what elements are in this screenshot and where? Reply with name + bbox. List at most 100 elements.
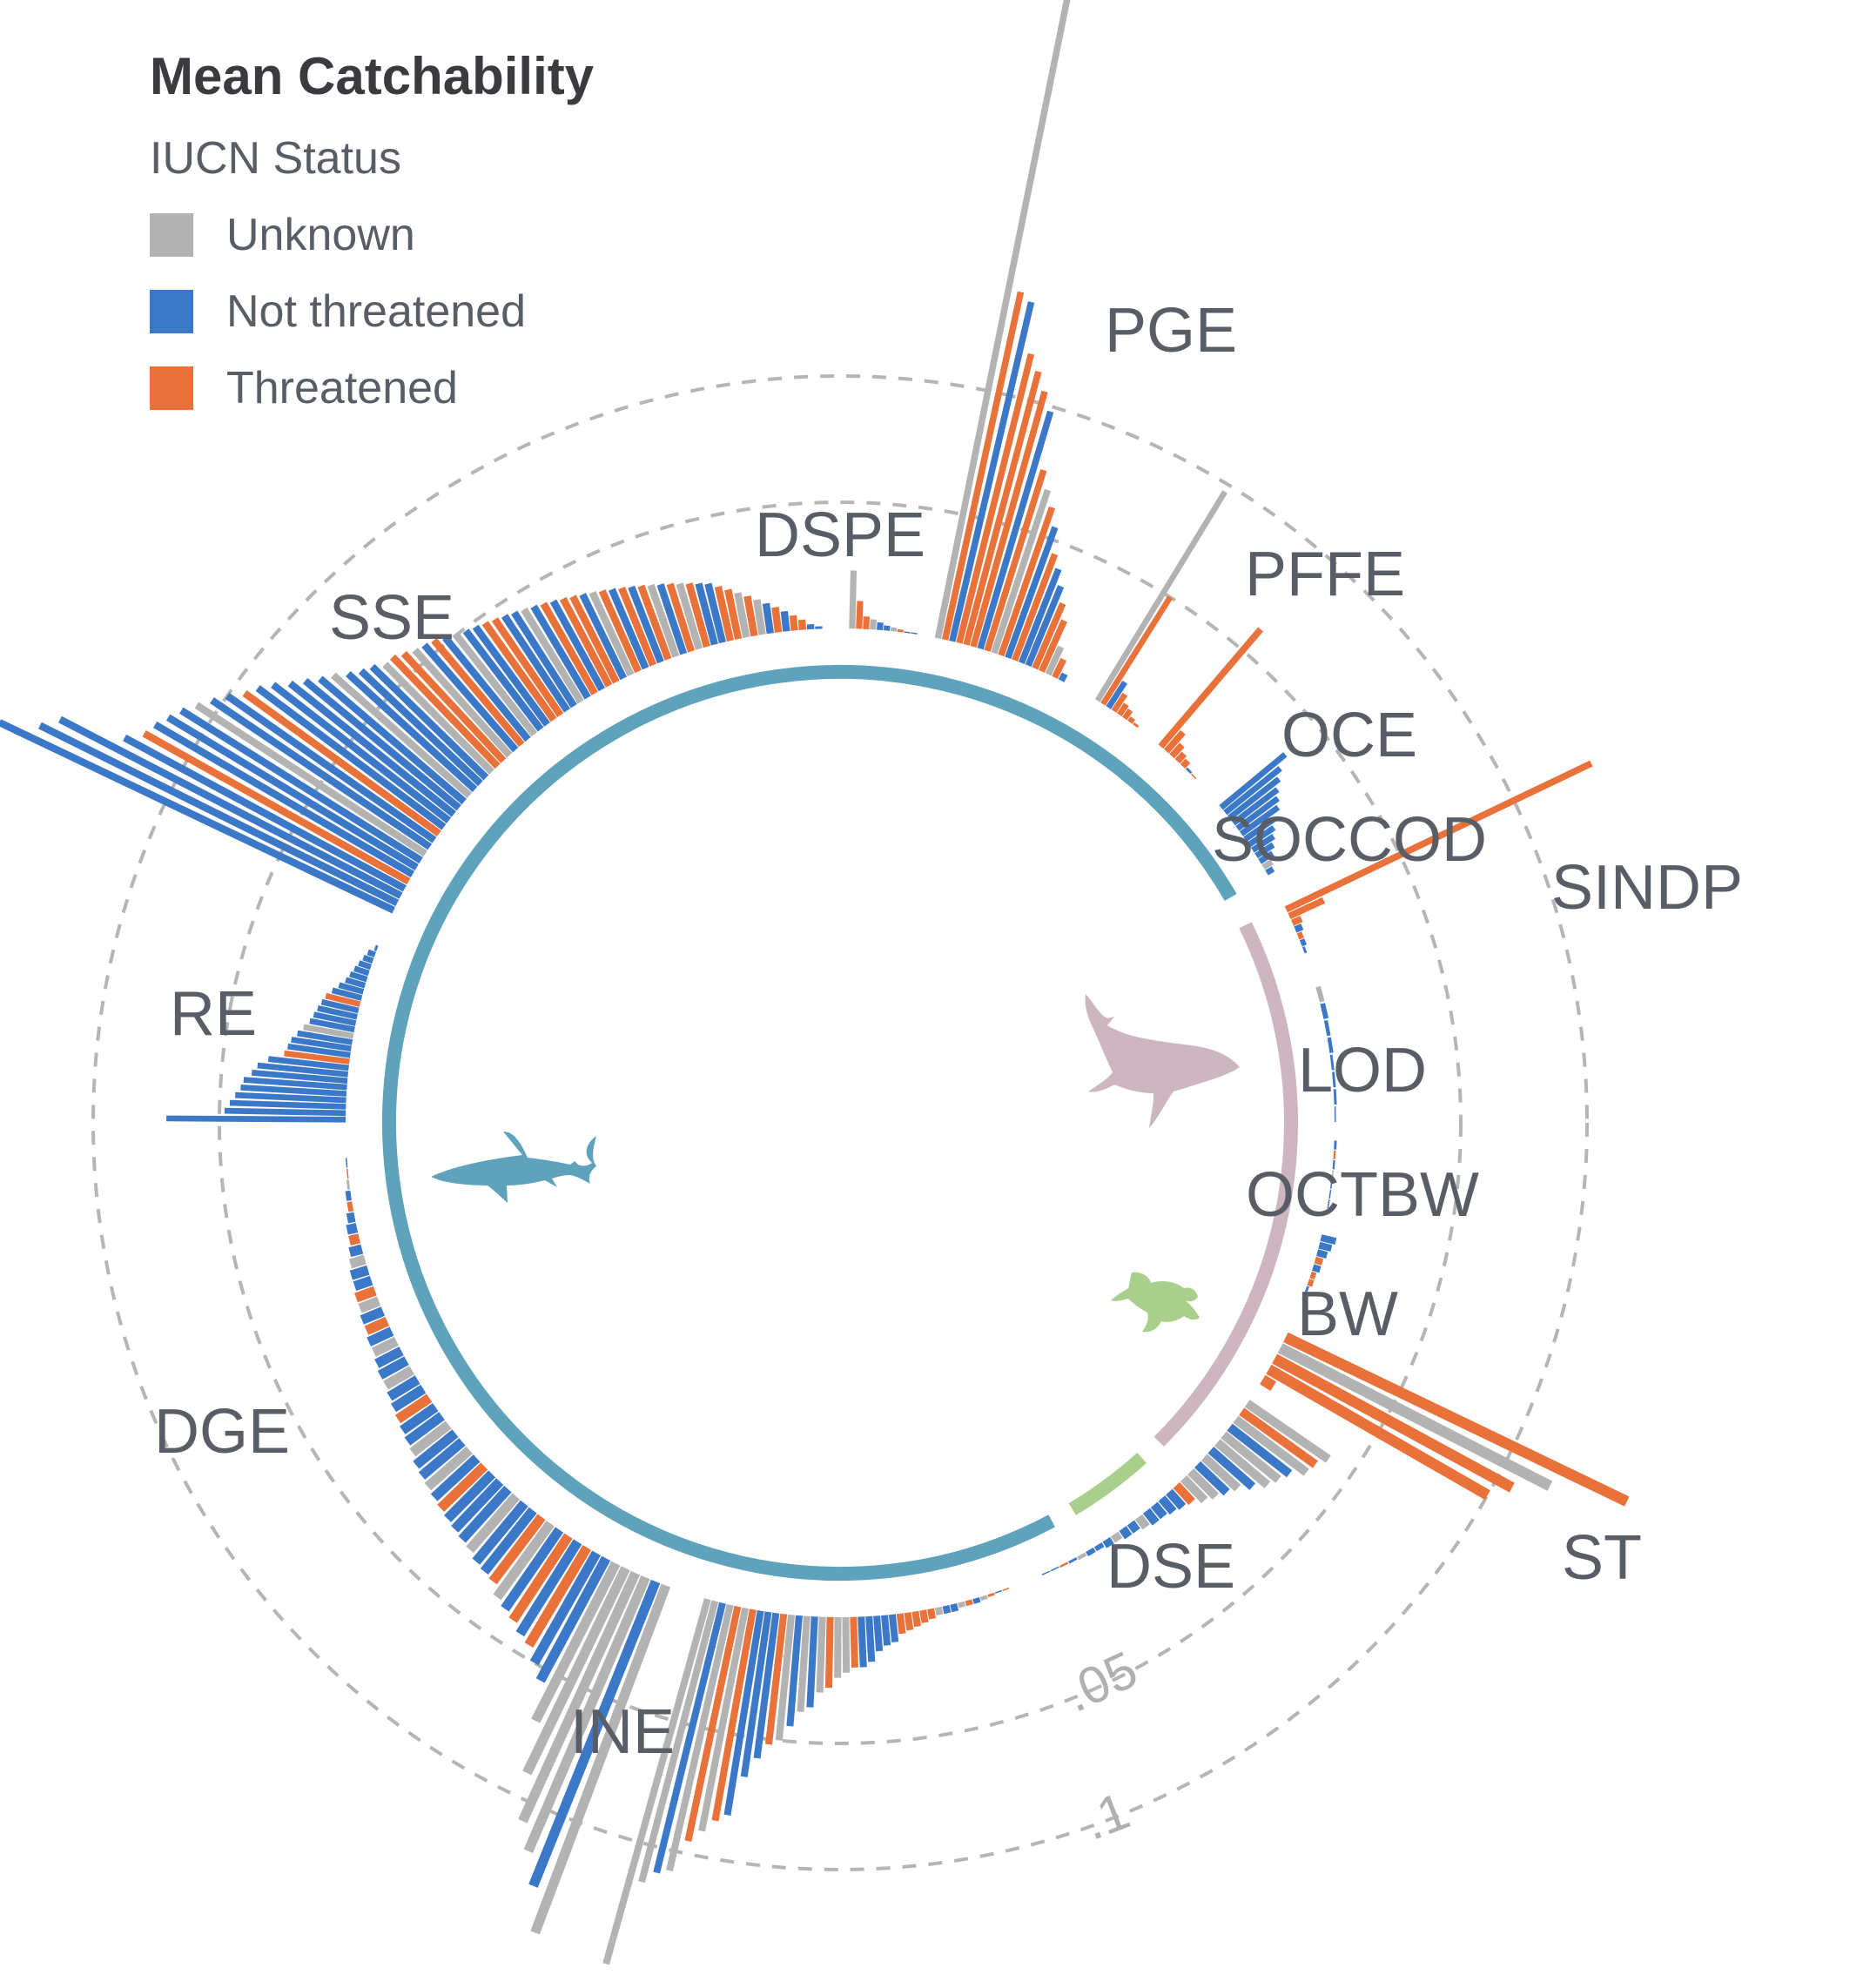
bar-threatened [1116, 702, 1129, 717]
bar-threatened [743, 595, 758, 637]
group-label-lod: LOD [1298, 1036, 1427, 1105]
bar-not-threatened [942, 1604, 952, 1615]
bars [0, 0, 1630, 1965]
bar-threatened [1288, 897, 1326, 919]
bar-not-threatened [1239, 804, 1281, 836]
bar-threatened [598, 589, 642, 674]
bar-not-threatened [865, 1615, 876, 1662]
bar-not-threatened [123, 734, 407, 892]
bar-not-threatened [1318, 1241, 1333, 1253]
bar-unknown [1187, 1468, 1220, 1500]
bar-not-threatened [166, 1115, 346, 1123]
bar-threatened [1290, 916, 1303, 926]
bar-threatened [666, 582, 696, 653]
bar-threatened [1169, 742, 1185, 759]
bar-threatened [508, 1533, 573, 1623]
bar-not-threatened [346, 1222, 359, 1235]
bar-not-threatened [257, 1062, 349, 1078]
bar-threatened [618, 586, 657, 667]
taxa-icons [431, 994, 1240, 1333]
group-labels: DSPEPGEPFFEOCESOCCODSINDPLODOCTBWBWSTDSE… [154, 296, 1743, 1767]
bar-unknown [412, 648, 513, 758]
bar-threatened [984, 468, 1047, 652]
bar-unknown [775, 1614, 796, 1741]
legend-label: Threatened [226, 363, 458, 413]
bar-not-threatened [243, 1077, 347, 1091]
legend-title: IUCN Status [150, 133, 401, 184]
shark-ring [382, 665, 1237, 1581]
bar-unknown [493, 1520, 555, 1601]
bar-not-threatened [972, 1597, 981, 1604]
bar-not-threatened [338, 982, 365, 995]
bar-threatened [1012, 553, 1059, 662]
bar-unknown [816, 1616, 826, 1693]
group-label-sindp: SINDP [1551, 853, 1743, 923]
bar-not-threatened [179, 707, 423, 864]
bar-unknown [979, 1595, 988, 1601]
bar-unknown [934, 0, 1071, 639]
bar-threatened [1174, 751, 1187, 764]
bar-threatened [637, 584, 672, 661]
bar-unknown [602, 1598, 711, 1965]
bar-threatened [1173, 1481, 1195, 1505]
bar-not-threatened [1185, 767, 1193, 775]
bar-not-threatened [345, 1190, 352, 1201]
bar-not-threatened [653, 1602, 726, 1874]
bar-unknown [1261, 859, 1274, 870]
bar-not-threatened [858, 1616, 867, 1668]
tick-label: .1 [1075, 1781, 1137, 1850]
group-label-dse: DSE [1106, 1532, 1235, 1602]
bar-not-threatened [353, 1275, 373, 1291]
bar-threatened [863, 616, 871, 629]
bar-threatened [797, 619, 807, 630]
bar-not-threatened [704, 582, 727, 644]
group-label-soccod: SOCCOD [1212, 805, 1487, 875]
bar-threatened [850, 1616, 858, 1668]
bar-unknown [409, 1420, 452, 1457]
bar-not-threatened [0, 719, 396, 914]
bar-not-threatened [367, 1326, 394, 1347]
bar-threatened [569, 594, 620, 684]
bar-threatened [963, 370, 1042, 646]
bar-not-threatened [1316, 1249, 1328, 1259]
bar-threatened [998, 506, 1056, 657]
bar-not-threatened [271, 682, 452, 824]
bar-threatened [1100, 595, 1173, 706]
bar-threatened [856, 601, 864, 629]
bar-unknown [303, 1024, 354, 1039]
bar-not-threatened [888, 1614, 899, 1642]
bar-not-threatened [530, 604, 591, 700]
bar-unknown [331, 672, 473, 799]
bar-threatened [904, 1612, 914, 1631]
bar-not-threatened [1312, 1264, 1322, 1273]
legend-item-unknown: Unknown [150, 209, 594, 261]
bar-not-threatened [656, 583, 688, 655]
bar-not-threatened [1005, 526, 1059, 659]
bar-unknown [842, 1616, 851, 1673]
legend-swatch-not-threatened [150, 290, 193, 333]
bar-not-threatened [331, 987, 363, 1001]
bar-not-threatened [873, 1615, 884, 1652]
bar-not-threatened [360, 1306, 386, 1325]
group-label-octbw: OCTBW [1246, 1160, 1479, 1230]
bar-not-threatened [313, 1011, 357, 1026]
bar-unknown [523, 1575, 650, 1853]
bar-not-threatened [1194, 1461, 1230, 1496]
bar-not-threatened [377, 1356, 409, 1380]
bar-threatened [685, 582, 710, 648]
bar-not-threatened [346, 670, 478, 793]
bar-unknown [371, 1336, 399, 1357]
bar-not-threatened [287, 680, 456, 817]
bar-not-threatened [1050, 1566, 1059, 1572]
bar-group-sse [0, 582, 823, 914]
bar-not-threatened [1304, 1286, 1309, 1293]
bar-not-threatened [472, 1500, 528, 1565]
bar-group-pffe [1094, 490, 1228, 729]
bar-threatened [1052, 657, 1067, 679]
bar-not-threatened [255, 685, 447, 830]
bar-not-threatened [501, 614, 570, 713]
bar-group-pge [934, 0, 1071, 682]
bar-not-threatened [1102, 1536, 1114, 1548]
bar-threatened [437, 1462, 488, 1512]
bar-group-dspe [849, 570, 918, 635]
